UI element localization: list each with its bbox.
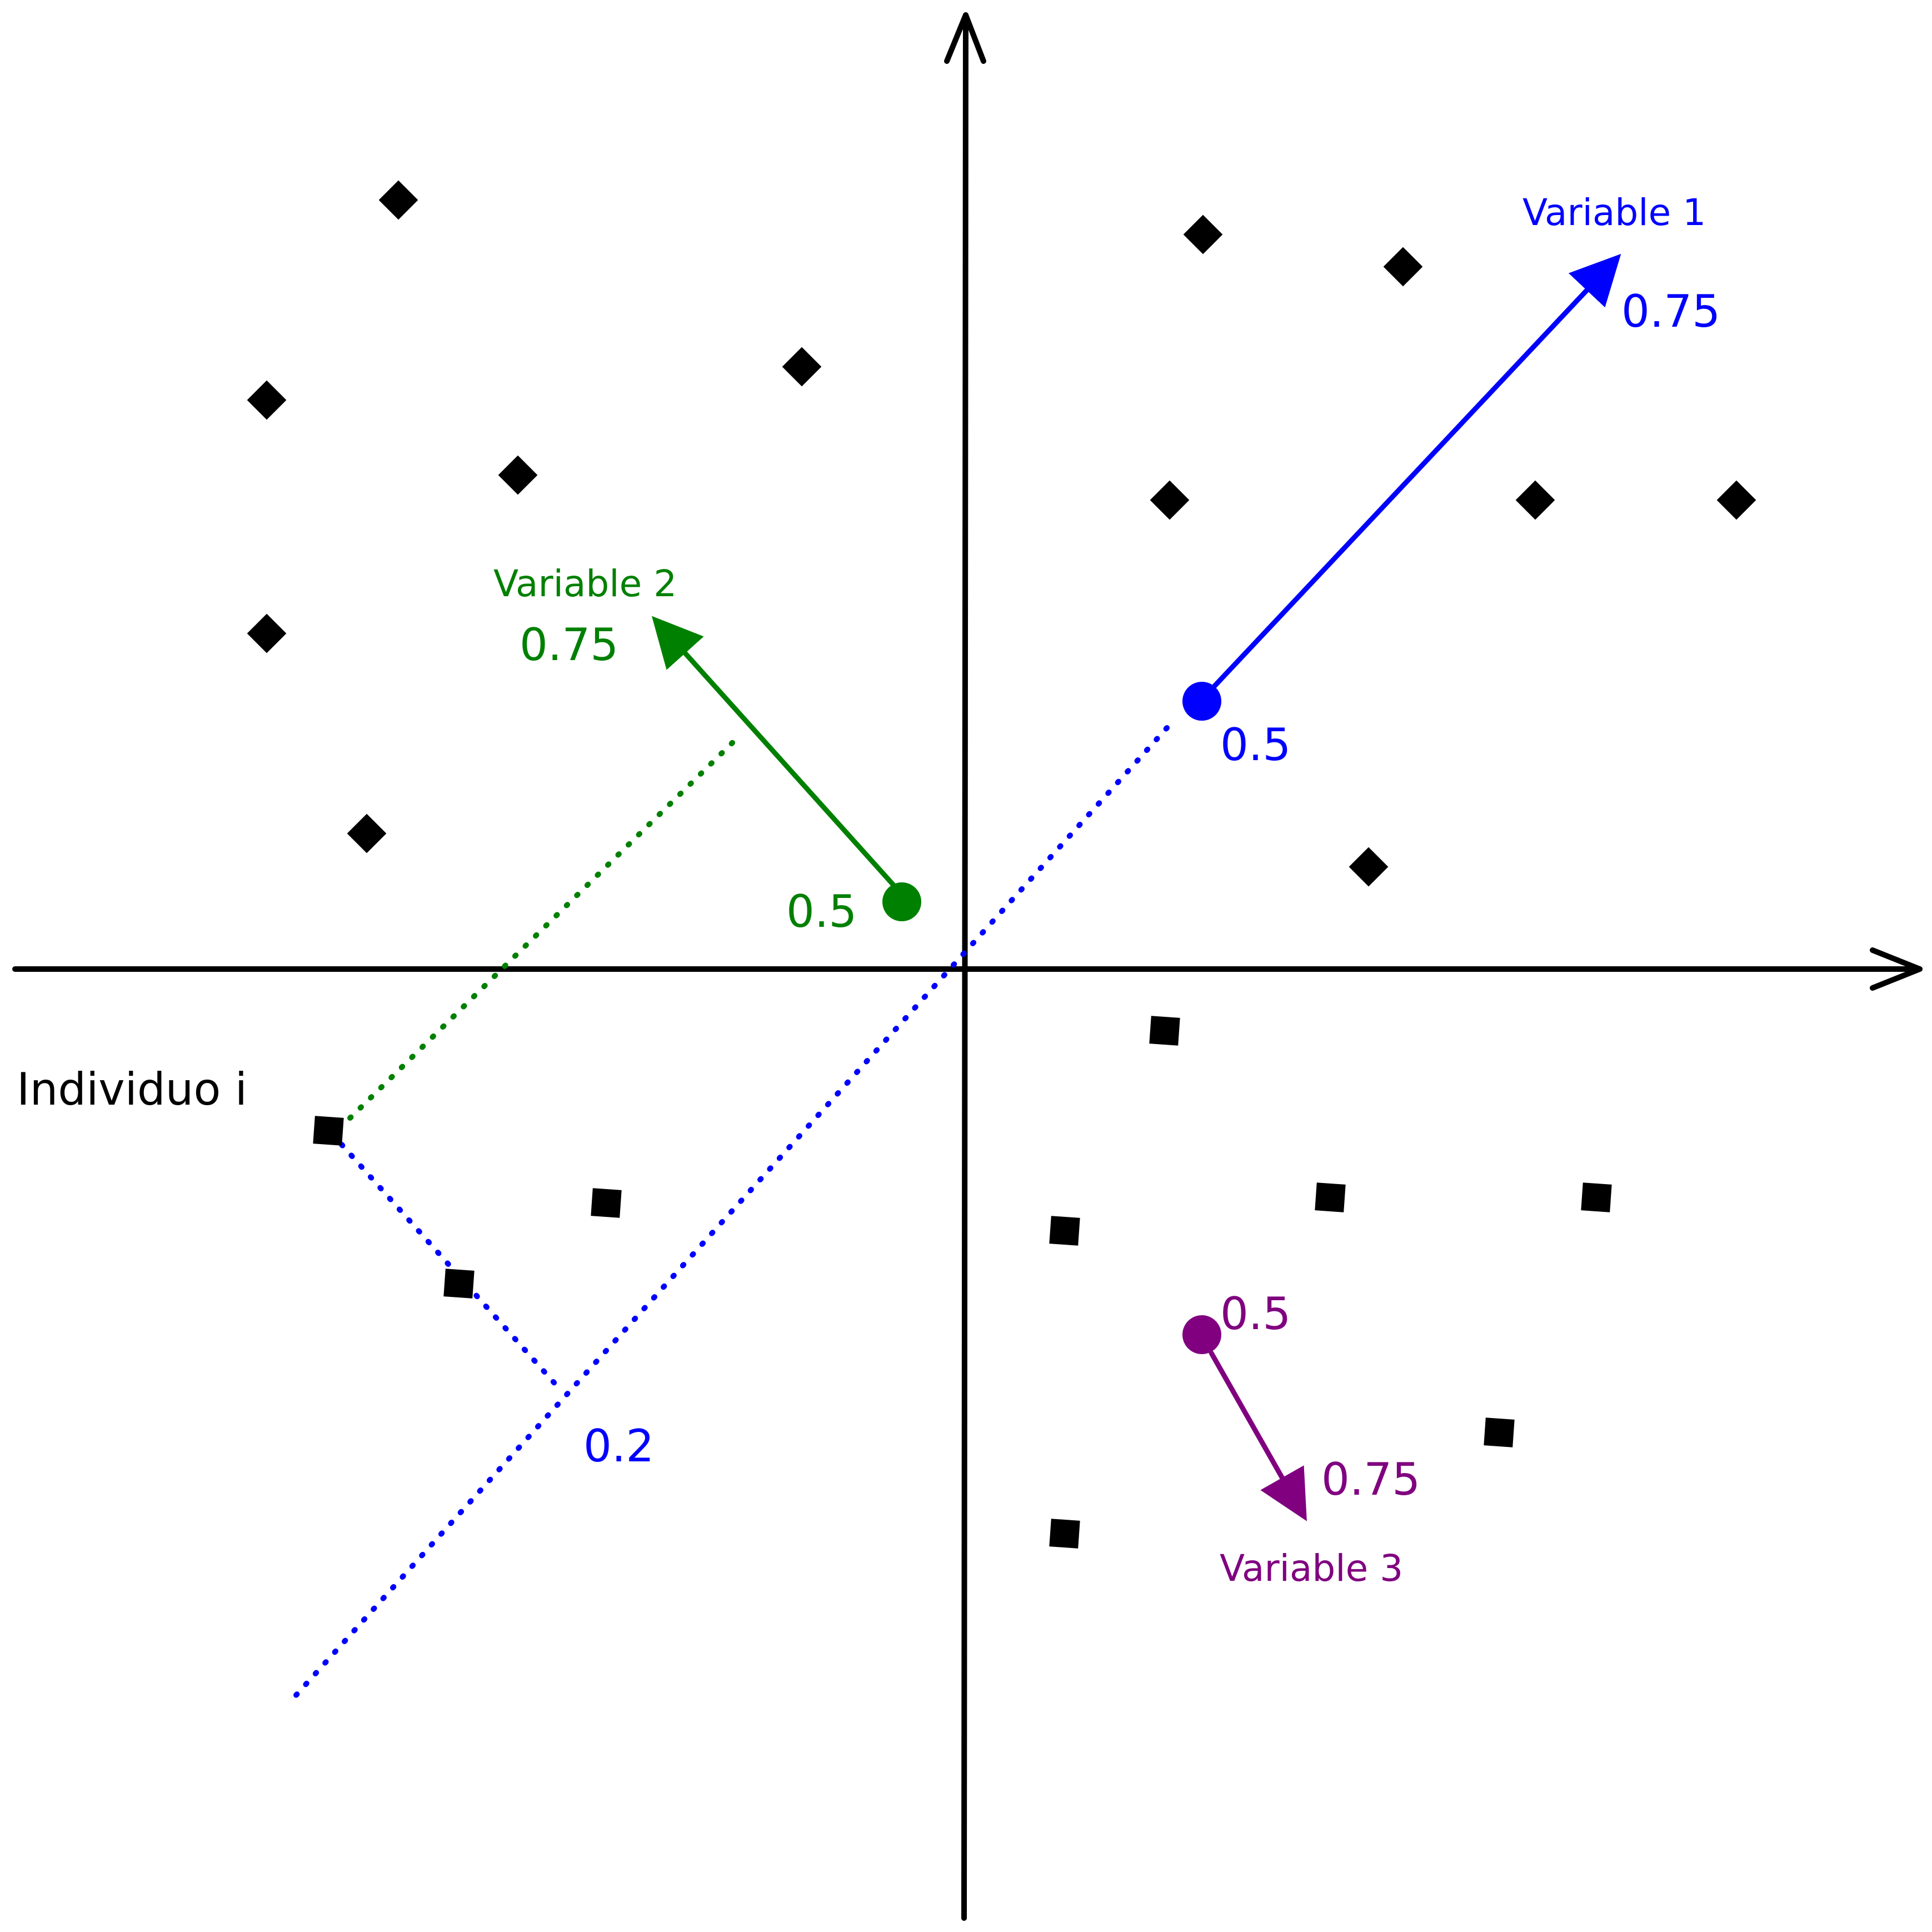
data-point [782, 347, 822, 387]
data-point [1515, 480, 1555, 520]
variable-2-arrow [651, 616, 897, 889]
individuo-label: Individuo i [17, 1064, 247, 1115]
data-point [1484, 1417, 1515, 1447]
data-point [1315, 1182, 1346, 1212]
variable-2-label: Variable 2 [493, 562, 677, 605]
data-point [1150, 480, 1190, 520]
data-point [247, 380, 287, 420]
individuo-projection-green [347, 733, 742, 1121]
individuo-projection-blue [339, 1142, 565, 1395]
lower-points [313, 1016, 1612, 1549]
variable-1-dotted-axis [286, 725, 1170, 1706]
data-point [1349, 847, 1389, 887]
variable-1-origin-value: 0.5 [1220, 719, 1291, 771]
y-axis [961, 12, 969, 1921]
variable-3-value: 0.75 [1321, 1454, 1420, 1505]
data-point [347, 813, 387, 853]
data-point [498, 455, 538, 495]
variable-2-value: 0.75 [520, 619, 618, 671]
data-point [591, 1188, 622, 1218]
data-point [1149, 1016, 1180, 1046]
axes [12, 12, 1923, 1921]
variable-2-origin-dot [882, 882, 921, 921]
individuo-i-point [313, 1116, 344, 1146]
variable-3-vector: 0.5 0.75 Variable 3 [1182, 1288, 1420, 1590]
data-point [1183, 214, 1223, 254]
variable-2-vector: Variable 2 0.75 0.5 [493, 562, 921, 937]
data-point [1049, 1216, 1080, 1246]
variable-3-arrow [1209, 1350, 1307, 1521]
upper-points [247, 180, 1756, 887]
variable-1-arrow [1197, 253, 1621, 704]
variable-2-origin-value: 0.5 [786, 886, 857, 937]
x-axis-arrowhead [1870, 947, 1923, 991]
data-point [443, 1269, 475, 1299]
data-point [378, 180, 418, 220]
y-axis-arrowhead [944, 12, 986, 64]
projection-lines [286, 725, 1170, 1706]
data-point [247, 613, 287, 653]
variable-3-origin-value: 0.5 [1220, 1288, 1291, 1340]
data-point [1383, 247, 1423, 287]
variable-1-label: Variable 1 [1522, 191, 1706, 234]
data-point [1049, 1519, 1080, 1549]
data-point [1581, 1182, 1612, 1212]
data-point [1716, 480, 1756, 520]
variable-1-value: 0.75 [1621, 286, 1720, 337]
variable-1-vector: Variable 1 0.75 0.5 [1182, 191, 1720, 771]
variable-3-label: Variable 3 [1220, 1547, 1403, 1590]
variable-1-origin-dot [1182, 682, 1221, 721]
variable-3-origin-dot [1182, 1315, 1221, 1354]
projection-value-label: 0.2 [583, 1420, 654, 1472]
